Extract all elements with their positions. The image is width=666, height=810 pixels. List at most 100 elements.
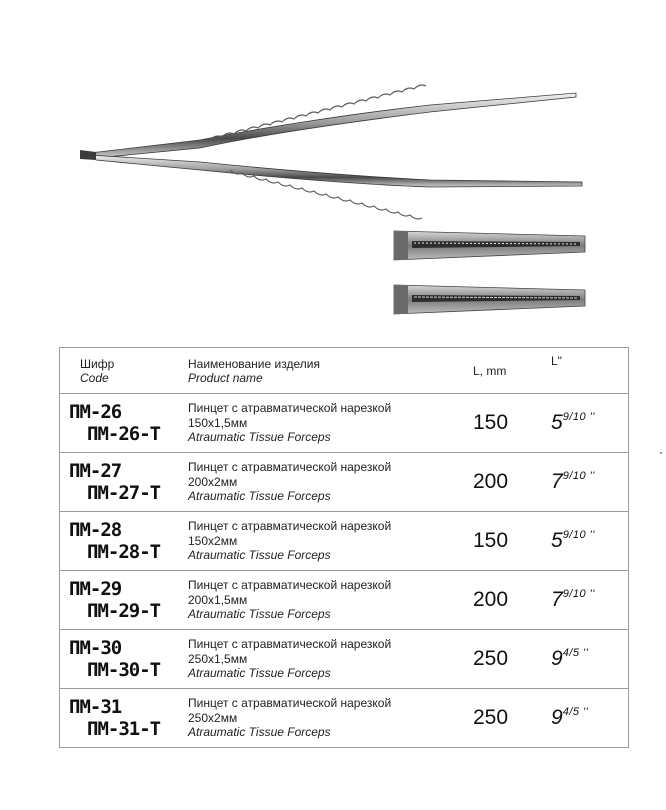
product-name-ru: Пинцет с атравматической нарезкой [188, 519, 392, 534]
length-inch-cell: 79/10 '' [551, 452, 629, 512]
length-inch-fraction: 9/10 [562, 588, 587, 600]
product-code-t: ПМ-31-Т [87, 718, 161, 740]
product-code-t: ПМ-26-Т [87, 423, 161, 445]
product-name-en: Atraumatic Tissue Forceps [188, 607, 331, 622]
product-size: 150x1,5мм [188, 415, 248, 430]
length-mm-cell: 150 [473, 393, 551, 453]
product-catalog-table: Шифр Code Наименование изделия Product n… [59, 347, 629, 748]
length-inch-mark: '' [583, 706, 589, 718]
product-name-en: Atraumatic Tissue Forceps [188, 489, 331, 504]
length-inch-mark: '' [589, 470, 595, 482]
length-mm-cell: 200 [473, 570, 551, 630]
header-code-ru: Шифр [80, 356, 115, 371]
product-size: 250x1,5мм [188, 651, 248, 666]
length-mm-value: 250 [473, 706, 509, 729]
product-name-ru: Пинцет с атравматической нарезкой [188, 637, 392, 652]
length-inch-fraction: 9/10 [562, 529, 587, 541]
header-name-ru: Наименование изделия [188, 356, 320, 371]
stray-dot [660, 452, 662, 454]
product-code-t: ПМ-28-Т [87, 541, 161, 563]
length-mm-cell: 200 [473, 452, 551, 512]
jaw-tip-closeup-bottom [393, 284, 586, 315]
product-size: 150x2мм [188, 533, 238, 548]
product-size: 200x2мм [188, 474, 238, 489]
jaw-tip-closeup-top [393, 230, 586, 261]
product-code: ПМ-30 [69, 637, 122, 659]
length-inch-mark: '' [589, 588, 595, 600]
length-mm-cell: 250 [473, 629, 551, 689]
header-length-mm-label: L, mm [473, 363, 507, 378]
header-code-en: Code [80, 370, 109, 385]
product-name-ru: Пинцет с атравматической нарезкой [188, 578, 392, 593]
product-code: ПМ-27 [69, 460, 122, 482]
length-inch-fraction: 9/10 [562, 411, 587, 423]
length-inch-cell: 94/5 '' [551, 688, 629, 748]
length-mm-value: 200 [473, 470, 509, 493]
length-inch-fraction: 9/10 [562, 470, 587, 482]
length-inch-cell: 79/10 '' [551, 570, 629, 630]
header-length-inch-label: L" [551, 354, 562, 368]
length-inch-mark: '' [589, 411, 595, 423]
length-inch-fraction: 4/5 [562, 647, 580, 659]
product-size: 250x2мм [188, 710, 238, 725]
product-name-en: Atraumatic Tissue Forceps [188, 666, 331, 681]
length-inch-whole: 7 [551, 470, 563, 493]
header-name-en: Product name [188, 370, 263, 385]
product-code-t: ПМ-30-Т [87, 659, 161, 681]
length-inch-whole: 9 [551, 647, 563, 670]
forceps [80, 84, 583, 220]
length-inch-whole: 5 [551, 529, 563, 552]
product-code: ПМ-26 [69, 401, 122, 423]
length-mm-cell: 150 [473, 511, 551, 571]
length-mm-value: 250 [473, 647, 509, 670]
product-code: ПМ-31 [69, 696, 122, 718]
length-mm-value: 150 [473, 529, 509, 552]
length-inch-whole: 9 [551, 706, 563, 729]
length-mm-value: 200 [473, 588, 509, 611]
length-inch-cell: 94/5 '' [551, 629, 629, 689]
product-name-en: Atraumatic Tissue Forceps [188, 548, 331, 563]
header-code: Шифр Code [59, 347, 188, 394]
length-inch-cell: 59/10 '' [551, 393, 629, 453]
length-inch-cell: 59/10 '' [551, 511, 629, 571]
product-name-ru: Пинцет с атравматической нарезкой [188, 696, 392, 711]
product-name-en: Atraumatic Tissue Forceps [188, 725, 331, 740]
length-inch-mark: '' [589, 529, 595, 541]
header-name: Наименование изделия Product name [188, 347, 473, 394]
header-length-inch: L" [551, 347, 629, 394]
forceps-illustration [80, 84, 586, 315]
product-code: ПМ-28 [69, 519, 122, 541]
product-name-en: Atraumatic Tissue Forceps [188, 430, 331, 445]
length-inch-whole: 7 [551, 588, 563, 611]
product-code: ПМ-29 [69, 578, 122, 600]
product-code-t: ПМ-27-Т [87, 482, 161, 504]
product-size: 200x1,5мм [188, 592, 248, 607]
product-name-ru: Пинцет с атравматической нарезкой [188, 401, 392, 416]
product-name-ru: Пинцет с атравматической нарезкой [188, 460, 392, 475]
length-inch-mark: '' [583, 647, 589, 659]
header-length-mm: L, mm [473, 347, 551, 394]
length-mm-value: 150 [473, 411, 509, 434]
product-code-t: ПМ-29-Т [87, 600, 161, 622]
length-inch-whole: 5 [551, 411, 563, 434]
table-header-row: Шифр Code Наименование изделия Product n… [59, 347, 629, 394]
length-mm-cell: 250 [473, 688, 551, 748]
